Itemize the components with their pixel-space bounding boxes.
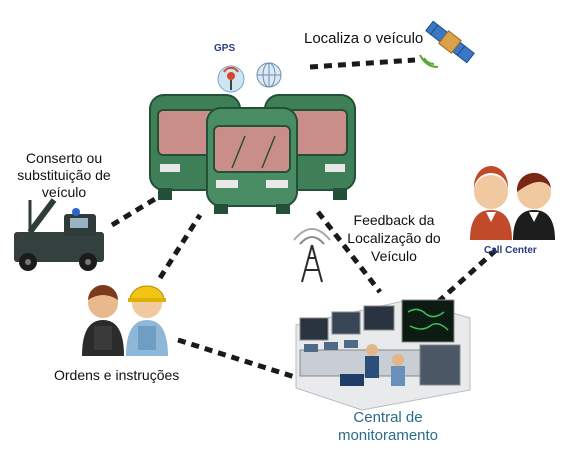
satellite-signal-icon <box>419 54 439 68</box>
tow-truck-icon <box>14 198 104 271</box>
connector-bus-satellite <box>309 57 416 70</box>
feedback-label: Feedback da Localização do Veículo <box>338 211 450 265</box>
worker-hardhat-icon <box>126 285 168 356</box>
tow-truck-label-line-1: Conserto ou <box>25 150 103 166</box>
monitoring-label-line-2: monitoramento <box>337 427 439 444</box>
tow-truck-label-line-3: veículo <box>41 184 87 200</box>
connector-bus-monitoring <box>316 210 382 294</box>
connector-bus-towtruck <box>110 193 162 228</box>
gps-globe-icon <box>256 62 282 88</box>
connector-workers-monitoring <box>177 337 299 381</box>
radio-tower-icon <box>293 228 331 283</box>
tow-truck-label-line-2: substituição de <box>17 167 111 183</box>
call-center-label: Call Center <box>484 245 537 256</box>
feedback-label-line-3: Veículo <box>371 248 417 264</box>
workers-label: Ordens e instruções <box>54 367 180 383</box>
call-center-agent-1-icon <box>470 166 512 240</box>
feedback-label-line-1: Feedback da <box>353 212 435 228</box>
monitoring-label-line-1: Central de <box>353 409 423 426</box>
monitoring-label: Central de monitoramento <box>328 409 448 445</box>
call-center-agent-2-icon <box>513 172 555 240</box>
gps-antenna-icon <box>217 65 245 93</box>
connector-bus-workers <box>157 213 203 280</box>
satellite-icon <box>425 20 475 64</box>
tow-truck-label: Conserto ou substituição de veículo <box>4 150 124 201</box>
gps-label: GPS <box>214 43 236 54</box>
bus-front-icon <box>206 107 298 214</box>
satellite-label: Localiza o veículo <box>304 30 424 47</box>
worker-mechanic-icon <box>82 285 124 356</box>
feedback-label-line-2: Localização do <box>347 230 441 246</box>
connectors <box>110 57 498 381</box>
monitoring-room-icon <box>295 299 471 411</box>
